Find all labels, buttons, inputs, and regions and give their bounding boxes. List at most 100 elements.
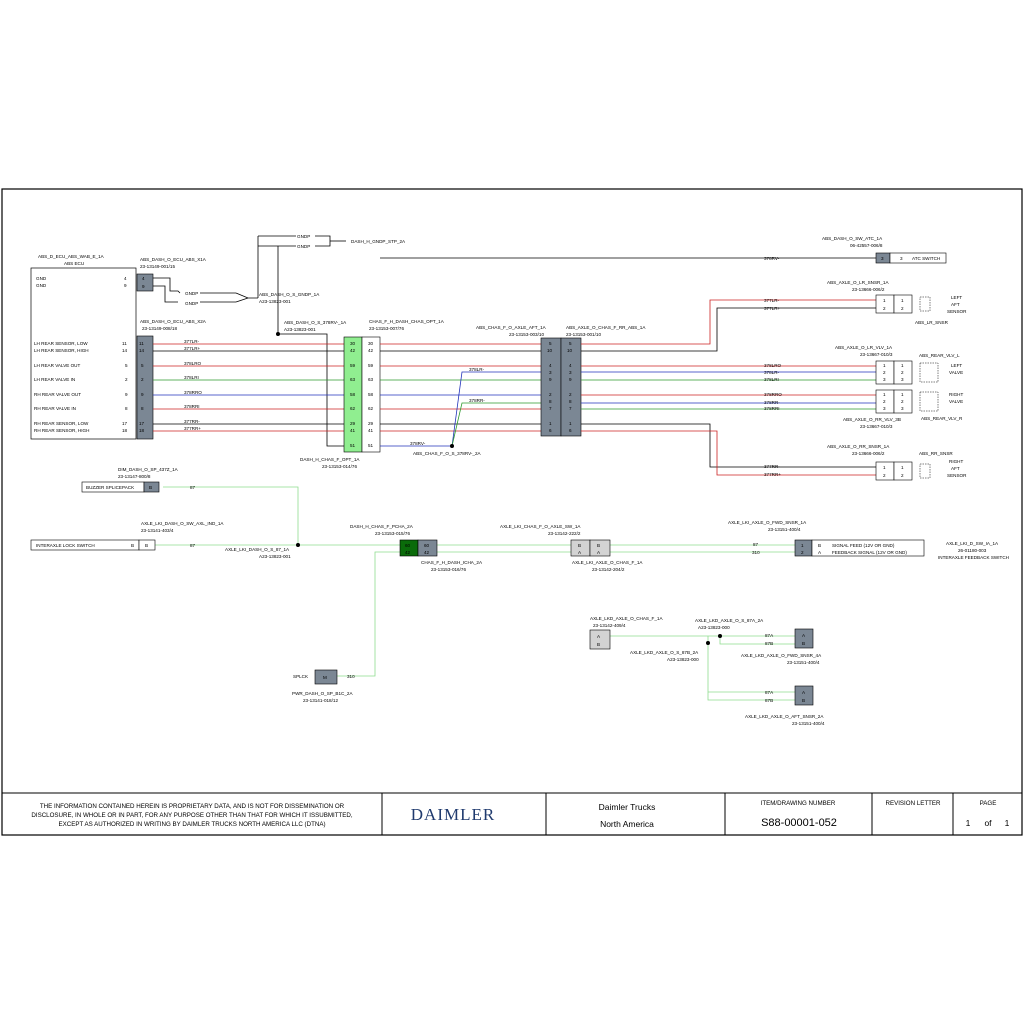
wires-w87: 87 — [190, 543, 196, 548]
labels-lkd-aft-pn: 23-13151-400/4 — [792, 721, 825, 726]
drawing-number: S88-00001-052 — [761, 817, 837, 829]
abs-ecu-body — [30, 267, 137, 440]
labels-atc-switch: ATC SWITCH — [912, 256, 940, 261]
pins-p30: 30 — [350, 341, 356, 346]
labels-interaxle-switch: INTERAXLE LOCK SWITCH — [36, 543, 95, 548]
labels-rr-snsr-name: ABS_RR_SNSR — [919, 451, 953, 456]
rh-sens-high: RH REAR SENSOR, HIGH — [34, 428, 89, 433]
wires-w378lri: 378LRI — [184, 375, 199, 380]
pins-p2: 2 — [569, 392, 572, 397]
pins-p1: 1 — [549, 421, 552, 426]
pins-p1: 1 — [883, 465, 886, 470]
labels-dash-opt-pn: 23-13153-014/76 — [322, 464, 357, 469]
company-line-1: Daimler Trucks — [599, 802, 656, 812]
labels-lki-chas-sw-pn: 23-13142-222/2 — [548, 531, 581, 536]
pins-p1: 1 — [883, 363, 886, 368]
labels-pcha-id: DASH_H_CHAS_F_PCHA_2A — [350, 524, 414, 529]
labels-lki-axle-chas-pn: 23-13142-204/2 — [592, 567, 625, 572]
labels-lki-chas-sw-id: AXLE_LKI_CHAS_F_O_AXLE_SW_1A — [500, 524, 581, 529]
polyline-shape — [337, 551, 400, 677]
labels-chas-opt-pn: 23-13153-007/76 — [369, 326, 404, 331]
abs-wires-left — [153, 343, 344, 432]
pin-9: 9 — [124, 283, 127, 288]
gndp-wiring — [153, 235, 346, 303]
labels-left-aft-sensor-1: LEFT — [951, 295, 962, 300]
labels-lkd-87a-id: AXLE_LKD_AXLE_O_S_87A_2A — [695, 618, 764, 623]
rect-shape — [919, 362, 939, 383]
labels-x2a-id: ABS_DASH_O_ECU_ABS_X2A — [140, 319, 207, 324]
pins-p63: 63 — [368, 377, 374, 382]
pins-p41: 41 — [368, 428, 374, 433]
pins-p1: 1 — [901, 465, 904, 470]
labels-chas-opt-id: CHAS_F_H_DASH_CHAS_OPT_1A — [369, 319, 445, 324]
wires-w377rr-minus: 377RR- — [184, 419, 200, 424]
lh-valve-in: LH REAR VALVE IN — [34, 377, 75, 382]
rect-shape — [589, 629, 611, 650]
pins-p8: 8 — [125, 406, 128, 411]
rect-shape — [893, 360, 913, 385]
lh-sens-low: LH REAR SENSOR, LOW — [34, 341, 88, 346]
polyline-shape — [581, 430, 876, 476]
pins-p2: 2 — [801, 550, 804, 555]
pins-p42: 42 — [424, 550, 430, 555]
rect-shape — [893, 389, 913, 414]
pins-p18: 18 — [122, 428, 128, 433]
wires-w378rr-minus: 378RR- — [469, 398, 485, 403]
pins-p4: 4 — [549, 363, 552, 368]
labels-x1a-id: ABS_DASH_O_ECU_ABS_X1A — [140, 257, 207, 262]
pins-p3: 3 — [900, 256, 903, 261]
labels-x2a-pn: 23-13149-008/18 — [142, 326, 177, 331]
lh-sens-high: LH REAR SENSOR, HIGH — [34, 348, 89, 353]
connector-dash-opt: CHAS_F_H_DASH_CHAS_OPT_1A 23-13153-007/7… — [300, 319, 445, 469]
wires-w378rri: 378RRI — [184, 404, 200, 409]
labels-right-aft-sensor-2: AFT — [951, 466, 960, 471]
pins-p3: 3 — [549, 370, 552, 375]
page-label: PAGE — [980, 800, 997, 807]
labels-fwd-snsr-id: AXLE_LKI_AXLE_O_FWD_SNSR_1A — [728, 520, 807, 525]
lkd-fwd-sensor: 87A 87B A B AXLE_LKD_AXLE_O_FWD_SNSR_4A … — [741, 628, 822, 665]
rect-shape — [589, 539, 611, 557]
labels-x1a-pn: 23-13149-001/15 — [140, 264, 175, 269]
pins-p2: 2 — [901, 473, 904, 478]
chas-splice-rv: 378RV- 378LR- 378RR- ABS_CHAS_F_O_S_378R… — [410, 367, 485, 456]
labels-lkd-fwd-id: AXLE_LKD_AXLE_O_FWD_SNSR_4A — [741, 653, 822, 658]
gnd-label-2: GND — [36, 283, 47, 288]
pins-pB: B — [149, 485, 152, 490]
abs-ecu-name: ABS ECU — [64, 261, 84, 266]
pins-p3: 3 — [901, 377, 904, 382]
labels-left-valve-2: VALVE — [949, 370, 963, 375]
abs-wire-labels-right: 377LR- 377LR+ 378LRO 378LR- 378LRI 378RR… — [764, 298, 782, 477]
wires-w377rr-plus: 377RR+ — [764, 472, 781, 477]
pins-p3: 3 — [883, 377, 886, 382]
pins-pA: A — [802, 690, 806, 695]
labels-lkd-chas-id: AXLE_LKD_AXLE_O_CHAS_F_1A — [590, 616, 663, 621]
labels-pwr-id: PWR_DASH_O_SP_B1C_2A — [292, 691, 353, 696]
polyline-shape — [451, 402, 541, 447]
wires-w378lr-minus: 378LR- — [469, 367, 485, 372]
polyline-shape — [153, 277, 181, 294]
labels-lkd-87b-id: AXLE_LKD_AXLE_O_S_87B_2A — [630, 650, 699, 655]
rect-shape — [361, 336, 381, 453]
labels-rr-vlv-id: ABS_AXLE_O_RR_VLV_3B — [843, 417, 901, 422]
rect-shape — [919, 296, 931, 312]
daimler-logo: DAIMLER — [411, 805, 495, 824]
pins-p1: 1 — [883, 392, 886, 397]
page-total: 1 — [1005, 818, 1010, 828]
labels-lki-sw-pn: 23-13141-403/4 — [141, 528, 174, 533]
pins-p2: 2 — [901, 370, 904, 375]
wires-w377rr-plus: 377RR+ — [184, 426, 201, 431]
labels-fwd-snsr-pn: 23-13151-400/4 — [768, 527, 801, 532]
labels-chas-splice-id: ABS_CHAS_F_O_S_378RV-_2A — [413, 451, 482, 456]
connector-pcha: DASH_H_CHAS_F_PCHA_2A 23-13153-015/76 60… — [350, 524, 483, 572]
polyline-shape — [581, 299, 876, 345]
lr-valve: ABS_AXLE_O_LR_VLV_1A 23-13667-010/3 ABS_… — [835, 345, 963, 385]
labels-lkd-fwd-pn: 23-13151-400/4 — [787, 660, 820, 665]
pins-p3: 3 — [881, 256, 884, 261]
wires-w377lr-plus: 377LR+ — [764, 306, 781, 311]
interaxle-feedback-switch: 87 310 AXLE_LKI_AXLE_O_FWD_SNSR_1A 23-13… — [728, 520, 1009, 560]
pins-pA: A — [802, 633, 806, 638]
pins-p6: 6 — [569, 428, 572, 433]
wires-w87a: 87A — [765, 633, 774, 638]
labels-gndp-d: GNDP — [297, 244, 310, 249]
rect-shape — [919, 391, 939, 412]
